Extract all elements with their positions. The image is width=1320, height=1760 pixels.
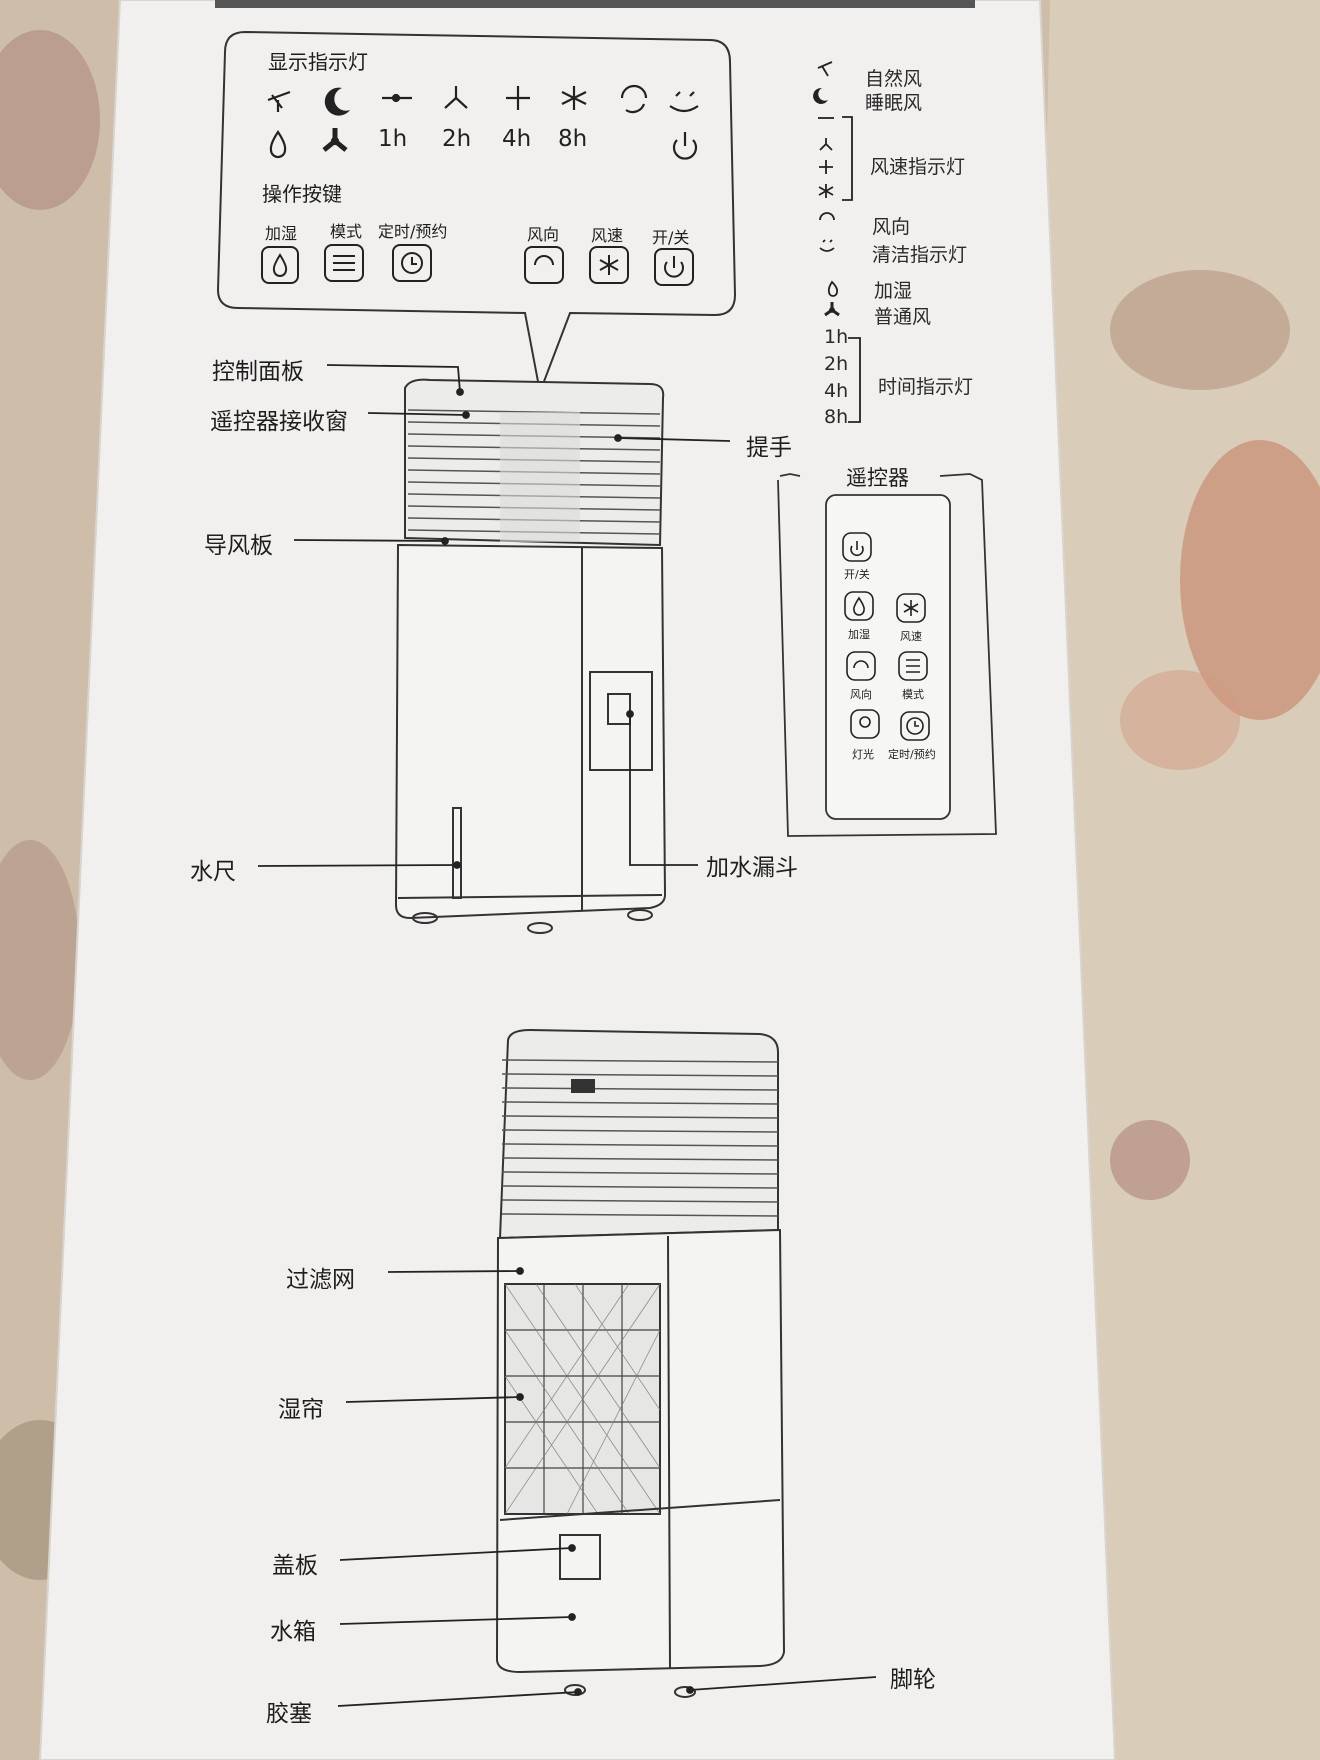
label-control-panel: 控制面板 — [212, 359, 304, 385]
swing-button — [524, 246, 564, 284]
button-label-humidify: 加湿 — [265, 224, 298, 243]
water-funnel-box — [589, 671, 653, 771]
label-louver: 导风板 — [204, 533, 273, 559]
humidify-icon — [269, 130, 287, 159]
legend-icons — [813, 61, 861, 423]
label-handle: 提手 — [746, 435, 792, 461]
timer-8h: 8h — [558, 126, 588, 152]
display-icons-row1 — [267, 84, 699, 116]
remote-label-timer: 定时/预约 — [888, 748, 936, 761]
legend-timer-1h: 1h — [824, 326, 849, 348]
legend-sleep: 睡眠风 — [865, 92, 923, 114]
display-icons-row2 — [269, 128, 698, 160]
label-rubber-plug: 胶塞 — [266, 1701, 312, 1727]
operation-buttons — [261, 244, 694, 286]
legend-clean: 清洁指示灯 — [872, 244, 968, 266]
button-label-speed: 风速 — [591, 226, 624, 245]
clean-icon — [669, 91, 699, 113]
power-icon — [672, 132, 698, 160]
button-label-power: 开/关 — [652, 228, 690, 247]
legend-timer-group: 时间指示灯 — [878, 376, 974, 398]
remote-label-mode: 模式 — [902, 688, 924, 701]
button-label-mode: 模式 — [330, 222, 363, 241]
legend-normal: 普通风 — [874, 306, 932, 328]
remote-label-power: 开/关 — [844, 568, 870, 581]
speed-max-icon — [561, 86, 587, 110]
legend-timer-2h: 2h — [824, 353, 849, 375]
label-caster: 脚轮 — [890, 1667, 936, 1693]
legend-swing: 风向 — [872, 216, 911, 238]
sleep-wind-icon — [324, 87, 350, 116]
mode-button — [324, 244, 364, 282]
cover-plate — [559, 1534, 601, 1580]
label-remote-window: 遥控器接收窗 — [210, 409, 348, 435]
swing-icon — [620, 84, 648, 114]
natural-wind-icon — [267, 90, 291, 112]
front-unit — [394, 378, 667, 934]
speed-button — [589, 246, 629, 284]
timer-4h: 4h — [502, 126, 532, 152]
remote-label-swing: 风向 — [850, 688, 872, 701]
back-unit — [495, 1028, 786, 1698]
label-water-funnel: 加水漏斗 — [706, 855, 798, 881]
label-filter: 过滤网 — [286, 1267, 355, 1293]
speed-low-icon — [382, 93, 412, 103]
legend-timer-8h: 8h — [824, 406, 849, 428]
label-water-gauge: 水尺 — [190, 859, 236, 885]
remote-label-speed: 风速 — [900, 630, 922, 643]
button-label-timer: 定时/预约 — [378, 222, 448, 241]
normal-wind-icon — [322, 128, 348, 152]
display-panel-title: 显示指示灯 — [268, 50, 368, 74]
panel-callout-box — [216, 30, 737, 396]
legend-natural: 自然风 — [865, 68, 923, 90]
humidify-button — [261, 246, 299, 284]
remote-title: 遥控器 — [846, 466, 909, 490]
timer-button — [392, 244, 432, 282]
power-button — [654, 248, 694, 286]
timer-1h: 1h — [378, 126, 408, 152]
operation-panel-title: 操作按键 — [262, 182, 342, 206]
timer-2h: 2h — [442, 126, 472, 152]
label-cover: 盖板 — [272, 1553, 318, 1579]
legend-timer-4h: 4h — [824, 380, 849, 402]
legend-humidify: 加湿 — [874, 280, 913, 302]
button-label-swing: 风向 — [527, 225, 560, 244]
remote-box — [777, 473, 997, 837]
speed-mid-icon — [444, 86, 468, 109]
legend-speed: 风速指示灯 — [870, 156, 966, 178]
front-leader-lines — [257, 364, 731, 869]
label-water-tank: 水箱 — [270, 1619, 316, 1645]
remote-label-humidify: 加湿 — [848, 628, 870, 641]
speed-high-icon — [506, 86, 530, 110]
back-leader-lines — [337, 1267, 877, 1707]
label-wet-curtain: 湿帘 — [278, 1397, 324, 1423]
remote-label-light: 灯光 — [852, 748, 874, 761]
